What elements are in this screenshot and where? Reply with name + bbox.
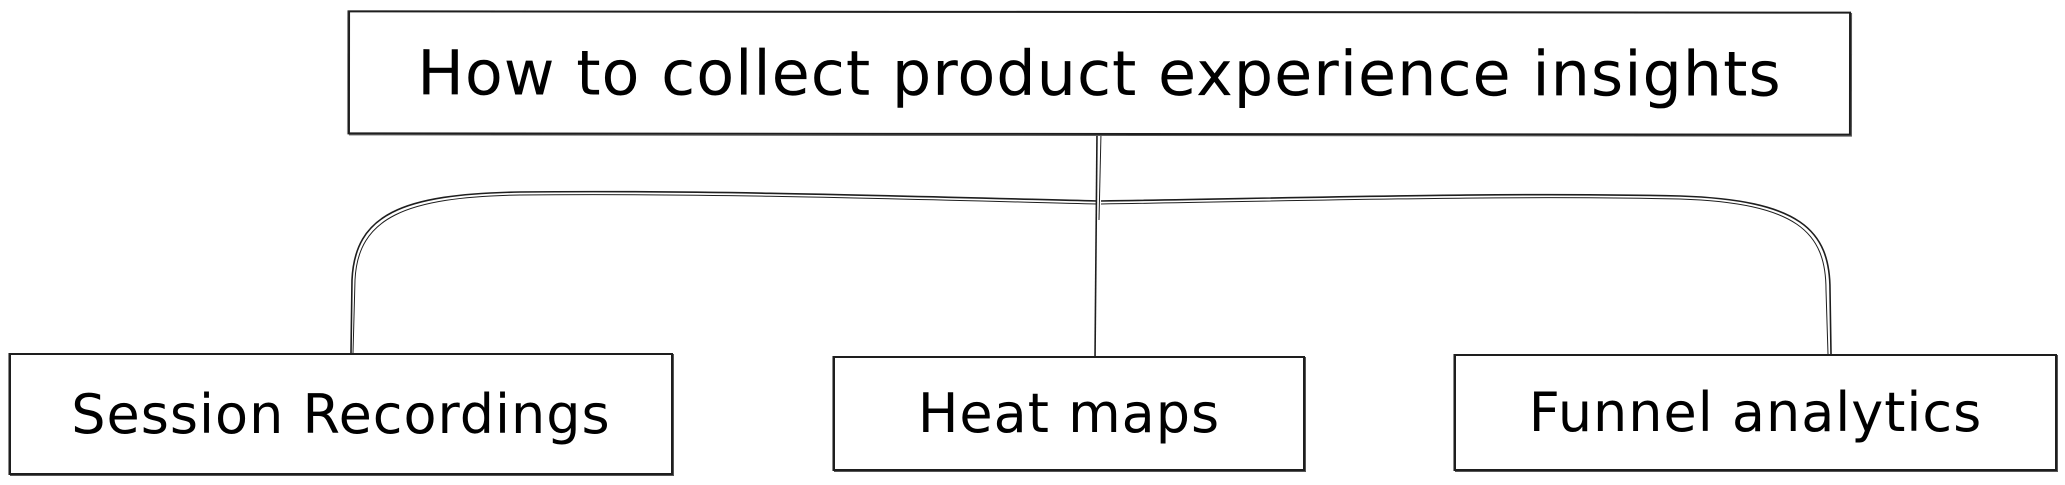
root-node-label: How to collect product experience insigh… [417, 35, 1782, 111]
node-label: Session Recordings [71, 382, 611, 446]
connector-to-session-recordings [350, 190, 1098, 354]
root-node[interactable]: How to collect product experience insigh… [347, 10, 1852, 136]
child-node-heat-maps[interactable]: Heat maps [833, 356, 1305, 471]
child-node-session-recordings[interactable]: Session Recordings [9, 353, 673, 475]
node-label: Heat maps [917, 382, 1221, 445]
connector-to-funnel-analytics [1100, 193, 1832, 355]
child-node-funnel-analytics[interactable]: Funnel analytics [1454, 354, 2057, 471]
connector-root-to-heat-maps [1094, 132, 1098, 361]
node-label: Funnel analytics [1528, 381, 1983, 444]
